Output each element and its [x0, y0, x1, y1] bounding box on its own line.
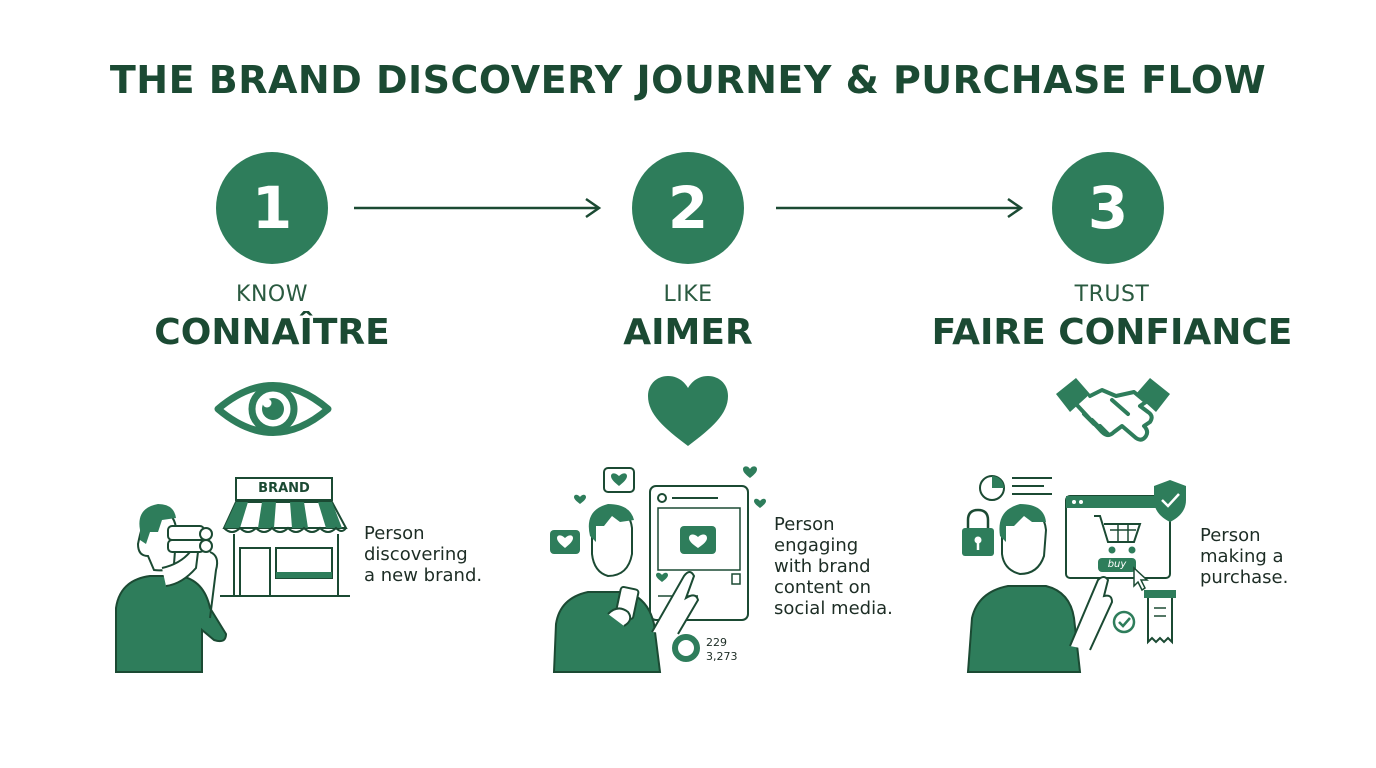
shield-check-icon: [1154, 480, 1186, 522]
binoculars-person-illustration: [115, 477, 350, 673]
eye-icon: [214, 382, 332, 436]
step-3-caption: Person making a purchase.: [1200, 525, 1289, 588]
step-2-caption: Person engaging with brand content on so…: [774, 514, 893, 619]
arrow-2-to-3: [776, 197, 1024, 219]
storefront-icon: [220, 477, 350, 597]
lock-icon: [962, 508, 994, 556]
handshake-icon: [1056, 378, 1170, 442]
step-2-english-label: LIKE: [663, 282, 713, 307]
step-3-number: 3: [1052, 152, 1164, 264]
step-1-caption: Person discovering a new brand.: [364, 523, 483, 586]
shopping-cart-icon: [1094, 515, 1142, 554]
store-sign-text: BRAND: [258, 481, 310, 496]
step-2-number: 2: [632, 152, 744, 264]
step-1-number: 1: [216, 152, 328, 264]
step-3-french-label: FAIRE CONFIANCE: [931, 312, 1293, 353]
receipt-icon: [1144, 590, 1176, 645]
step-1-english-label: KNOW: [236, 282, 308, 307]
page-title: THE BRAND DISCOVERY JOURNEY & PURCHASE F…: [109, 58, 1267, 102]
step-1-french-label: CONNAÎTRE: [154, 312, 390, 353]
step-2-french-label: AIMER: [623, 312, 753, 353]
arrow-1-to-2: [354, 197, 602, 219]
like-count: 229: [706, 636, 727, 649]
pie-chart-icon: [979, 475, 1052, 501]
step-3-english-label: TRUST: [1074, 282, 1150, 307]
buy-button[interactable]: buy: [1107, 559, 1127, 570]
view-count: 3,273: [706, 650, 738, 663]
check-circle-icon: [1112, 610, 1136, 634]
purchase-person-illustration: [962, 475, 1186, 673]
social-media-person-illustration: [550, 466, 766, 673]
like-bubble-icon: [603, 467, 635, 493]
heart-icon: [648, 376, 728, 446]
